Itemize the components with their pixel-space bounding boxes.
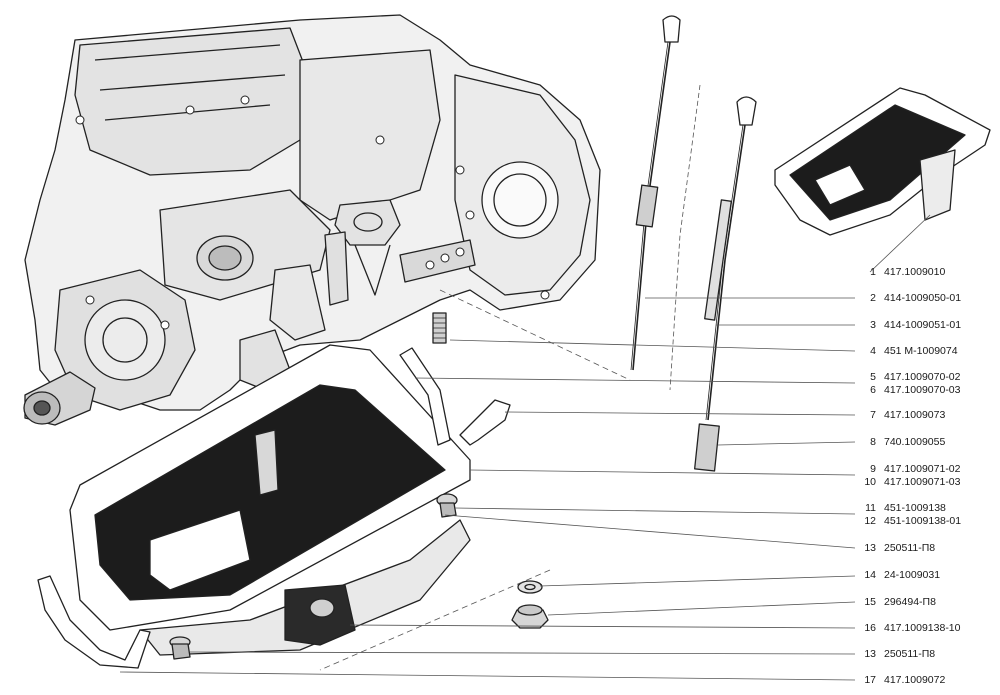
callout-number: 7 — [870, 409, 876, 421]
part-code: 451-1009138 — [884, 502, 946, 514]
callout-number: 5 — [870, 371, 876, 383]
part-code: 24-1009031 — [884, 569, 941, 581]
part-code: 250511-П8 — [884, 542, 936, 554]
part-code: 414-1009050-01 — [884, 292, 962, 304]
callout-number: 13 — [864, 542, 876, 554]
drain-plugs — [169, 493, 549, 660]
callout-number: 10 — [864, 476, 876, 488]
callout-number: 17 — [864, 674, 876, 686]
dipstick-tube — [694, 96, 757, 472]
part-code: 414-1009051-01 — [884, 319, 962, 331]
callout-number: 16 — [864, 622, 876, 634]
part-code: 417.1009072 — [884, 674, 946, 686]
gasket-strips — [37, 347, 511, 669]
callout-number: 4 — [870, 345, 876, 357]
callout-number: 9 — [870, 463, 876, 475]
callout-number: 11 — [865, 502, 876, 514]
oil-pan-small — [774, 87, 991, 236]
engine-block — [23, 14, 601, 426]
callout-number: 8 — [870, 436, 876, 448]
part-code: 296494-П8 — [884, 596, 936, 608]
part-code: 417.1009071-03 — [884, 476, 961, 488]
part-code: 740.1009055 — [884, 436, 946, 448]
part-code: 417.1009071-02 — [884, 463, 961, 475]
part-code: 417.1009010 — [884, 266, 946, 278]
callout-number: 2 — [870, 292, 876, 304]
part-code: 250511-П8 — [884, 648, 936, 660]
part-code: 451 M-1009074 — [884, 345, 958, 357]
part-code: 451-1009138-01 — [884, 515, 962, 527]
stud — [432, 312, 447, 344]
callout-number: 1 — [870, 266, 876, 278]
part-code: 417.1009070-02 — [884, 371, 961, 383]
leader-lines — [119, 84, 931, 681]
part-code: 417.1009073 — [884, 409, 946, 421]
callout-number: 13 — [864, 648, 876, 660]
callout-number: 14 — [864, 569, 876, 581]
dipstick — [630, 15, 681, 371]
callout-number: 12 — [864, 515, 876, 527]
callout-number: 3 — [870, 319, 876, 331]
part-code: 417.1009138-10 — [884, 622, 961, 634]
callout-number: 6 — [870, 384, 876, 396]
oil-pan — [69, 344, 471, 656]
callout-number: 15 — [864, 596, 876, 608]
part-code: 417.1009070-03 — [884, 384, 961, 396]
